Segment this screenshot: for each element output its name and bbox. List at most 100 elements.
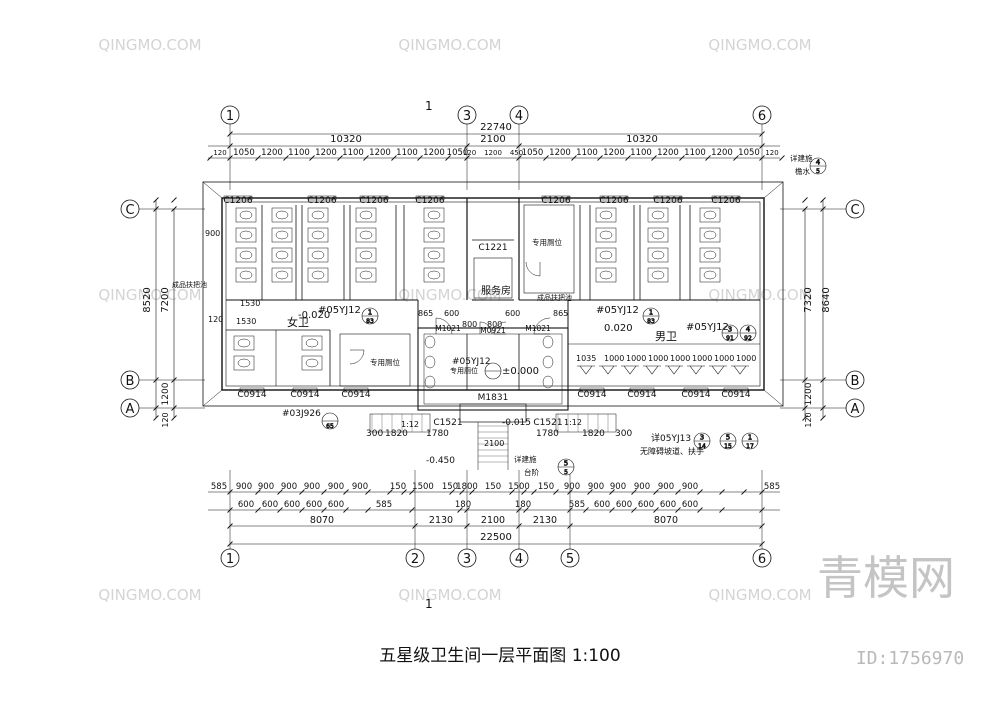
dim-half-left: 10320 xyxy=(330,134,362,145)
dim-overall-top: 22740 xyxy=(480,122,512,133)
detail-ref: 183 xyxy=(361,307,379,325)
dim-bottom-value: 900 xyxy=(236,482,252,492)
dim-top-bay: 1200 xyxy=(423,148,445,158)
dim-tick xyxy=(802,197,808,203)
dim-small: 900 xyxy=(205,229,220,238)
toilet-fixture xyxy=(271,247,293,263)
dim-tick xyxy=(759,489,765,495)
ref-top: 1 xyxy=(649,309,653,317)
dim-bottom-value: 900 xyxy=(634,482,650,492)
window-c1206: C1206 xyxy=(415,196,444,206)
dim-tick xyxy=(820,206,826,212)
dim-tick xyxy=(227,541,233,547)
ref-bottom: 65 xyxy=(326,423,334,430)
ref-05yj12-left: #05YJ12 xyxy=(318,305,361,316)
ref-bottom: 83 xyxy=(366,318,374,325)
axis-label: 6 xyxy=(758,552,766,567)
level-women: -0.020 xyxy=(298,310,330,321)
window-c0914: C0914 xyxy=(237,390,266,400)
dim-bottom-value: 900 xyxy=(258,482,274,492)
toilet-stall-box xyxy=(699,207,721,223)
axis-label: 1 xyxy=(226,552,234,567)
door-swing xyxy=(435,317,453,335)
dim-tick xyxy=(543,155,549,161)
dim-bottom-value: 8070 xyxy=(654,515,678,526)
dim-bottom-value: 585 xyxy=(764,482,780,492)
toilet-stall-box xyxy=(235,267,257,283)
dim-tick xyxy=(597,155,603,161)
window-bottom xyxy=(579,387,605,393)
dim-right-main: 7320 xyxy=(803,287,814,312)
dim-small: 300 xyxy=(366,429,383,439)
dim-tick xyxy=(609,507,615,513)
dim-bottom-value: 900 xyxy=(328,482,344,492)
toilet-stall-box xyxy=(307,267,329,283)
detail-ref: 55 xyxy=(557,458,575,476)
window-c0914: C0914 xyxy=(721,390,750,400)
window-bottom xyxy=(629,387,655,393)
ref-bottom: 15 xyxy=(724,443,732,450)
dim-tick xyxy=(567,489,573,495)
toilet-fixture xyxy=(235,247,257,263)
room-men: 男卫 xyxy=(655,330,677,343)
ref-05yj12-men: #05YJ12 xyxy=(686,322,729,333)
toilet-stall-box xyxy=(355,247,377,263)
ramp-right xyxy=(555,413,617,433)
note-detail-roof: 详建施 xyxy=(790,153,813,163)
dim-tick xyxy=(227,523,233,529)
service-room xyxy=(473,257,513,299)
window-top xyxy=(307,195,337,201)
watermark-text: QINGMO.COM xyxy=(98,36,201,54)
toilet-stall-box xyxy=(699,227,721,243)
dim-small: 1820 xyxy=(385,429,408,439)
basin-fixture xyxy=(424,355,436,369)
window-c1206: C1206 xyxy=(711,196,740,206)
axis-label: 4 xyxy=(515,552,523,567)
dim-tick xyxy=(521,489,527,495)
dim-tick xyxy=(567,523,573,529)
dim-tick xyxy=(802,377,808,383)
detail-ref: 45 xyxy=(809,157,827,175)
toilet-fixture xyxy=(355,267,377,283)
dim-tick xyxy=(697,489,703,495)
dim-top-bay: 1100 xyxy=(684,148,706,158)
toilet-fixture xyxy=(423,267,445,283)
window-c1521-right: C1521 xyxy=(533,418,562,428)
urinal-fixture xyxy=(709,365,727,375)
toilet-fixture xyxy=(595,247,617,263)
dim-top-bay: 1200 xyxy=(369,148,391,158)
dim-tick xyxy=(337,155,343,161)
room-women: 女卫 xyxy=(287,315,309,329)
dim-tick xyxy=(227,131,233,137)
dim-tick xyxy=(719,489,725,495)
dim-tick xyxy=(153,206,159,212)
dim-tick xyxy=(171,415,177,421)
dim-top-bay: 1050 xyxy=(738,148,760,158)
ref-bottom: 5 xyxy=(564,469,568,476)
level-entry: -0.015 xyxy=(502,418,531,428)
dim-overall-bottom: 22500 xyxy=(480,532,512,543)
dim-small: 1000 xyxy=(670,354,690,363)
dim-tick xyxy=(171,206,177,212)
ref-bottom: 83 xyxy=(647,318,655,325)
dim-half-mid: 2100 xyxy=(480,134,505,145)
window-top xyxy=(711,195,741,201)
toilet-stall-box xyxy=(423,207,445,223)
dim-tick xyxy=(309,155,315,161)
toilet-stall-box xyxy=(235,227,257,243)
toilet-stall-box xyxy=(271,267,293,283)
dim-bottom-value: 900 xyxy=(281,482,297,492)
dim-bottom-value: 150 xyxy=(442,482,458,492)
axis-label: A xyxy=(851,402,860,417)
door-swing xyxy=(525,261,541,277)
toilet-stall-box xyxy=(423,267,445,283)
toilet-stall-box xyxy=(235,207,257,223)
dim-tick xyxy=(820,377,826,383)
dim-tick xyxy=(469,489,475,495)
toilet-fixture xyxy=(647,267,669,283)
axis-bubble-bottom-4: 4 xyxy=(509,548,529,568)
dim-tick xyxy=(567,507,573,513)
dim-small: 865 xyxy=(553,309,568,318)
